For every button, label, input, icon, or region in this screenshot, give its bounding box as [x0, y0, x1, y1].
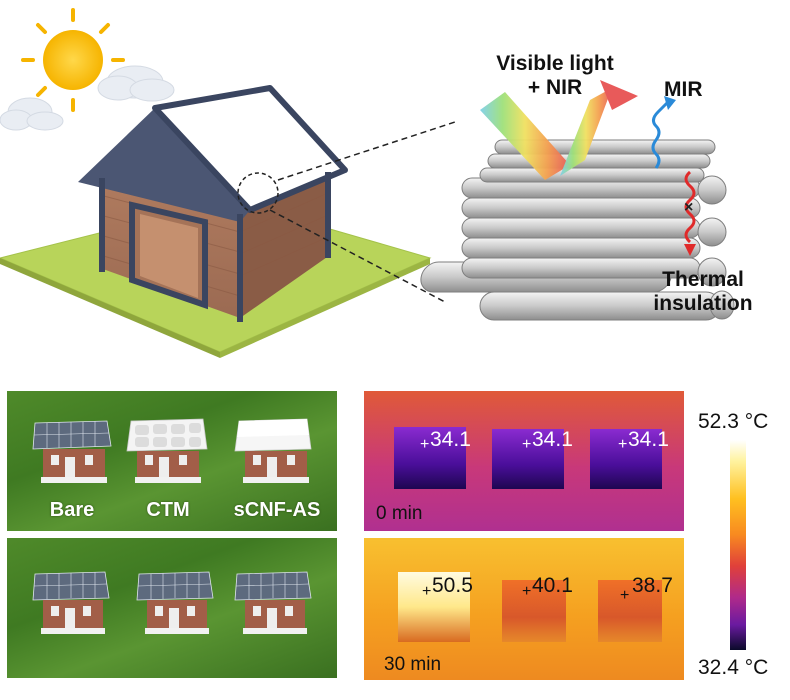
- house-label-scnf: sCNF-AS: [233, 499, 321, 521]
- crosshair-icon: +: [422, 583, 432, 600]
- reading-30min-scnf: 38.7: [632, 574, 673, 597]
- thermal-0min-blobs: [394, 427, 662, 489]
- house-label-ctm: CTM: [146, 499, 190, 521]
- arrow-head-icon: [600, 80, 638, 110]
- scale-max-label: 52.3 °C: [698, 410, 769, 433]
- photo-after: [7, 538, 337, 678]
- thermal-0min: + 34.1 + 34.1 + 34.1 0 min: [364, 391, 684, 531]
- label-thermal-line1: Thermal: [662, 268, 744, 291]
- model-house-ctm: [126, 418, 208, 483]
- photo-after-houses: [32, 571, 312, 634]
- scale-min-label: 32.4 °C: [698, 656, 769, 679]
- time-label-30: 30 min: [384, 654, 442, 675]
- model-house: [136, 571, 214, 634]
- top-schematic: ×: [0, 8, 735, 358]
- crosshair-icon: +: [620, 587, 630, 604]
- cloud-icon: [97, 65, 175, 102]
- model-house: [234, 571, 312, 634]
- zoom-line: [269, 209, 446, 303]
- label-visible-light: Visible light + NIR: [470, 52, 640, 100]
- model-house: [32, 571, 110, 634]
- model-house-bare: [32, 420, 112, 483]
- reading-30min-bare: 50.5: [432, 574, 473, 597]
- mir-arrow: [651, 100, 670, 169]
- cloud-icon: [0, 97, 64, 131]
- label-visible-light-line1: Visible light: [496, 52, 614, 75]
- reading-0min-ctm: 34.1: [532, 428, 573, 451]
- reflected-light-beam: [560, 88, 612, 176]
- house-label-bare: Bare: [49, 499, 95, 521]
- thermal-30min: + 50.5 + 40.1 + 38.7 30 min: [364, 538, 684, 680]
- thermal-30min-blobs: [398, 572, 662, 642]
- photo-before-houses: [32, 418, 312, 483]
- reading-0min-scnf: 34.1: [628, 428, 669, 451]
- house-illustration: [78, 85, 348, 322]
- reading-0min-bare: 34.1: [430, 428, 471, 451]
- crosshair-icon: +: [522, 583, 532, 600]
- model-house-scnf: [234, 418, 312, 483]
- photo-before: Bare CTM sCNF-AS: [7, 391, 337, 531]
- crosshair-icon: +: [618, 436, 628, 453]
- label-thermal-insulation: Thermal insulation: [628, 268, 778, 316]
- label-visible-light-line2: + NIR: [527, 76, 583, 99]
- thermal-arrow: [684, 170, 696, 244]
- reading-30min-ctm: 40.1: [532, 574, 573, 597]
- fiber-structure: [420, 139, 735, 321]
- label-thermal-line2: insulation: [653, 292, 753, 315]
- blocked-x-icon: ×: [684, 199, 693, 216]
- incoming-light-beam: [480, 92, 570, 180]
- crosshair-icon: +: [522, 436, 532, 453]
- color-scale-bar: [730, 440, 746, 650]
- label-mir: MIR: [664, 78, 703, 101]
- zoom-line: [277, 121, 456, 181]
- time-label-0: 0 min: [376, 503, 423, 524]
- crosshair-icon: +: [420, 436, 430, 453]
